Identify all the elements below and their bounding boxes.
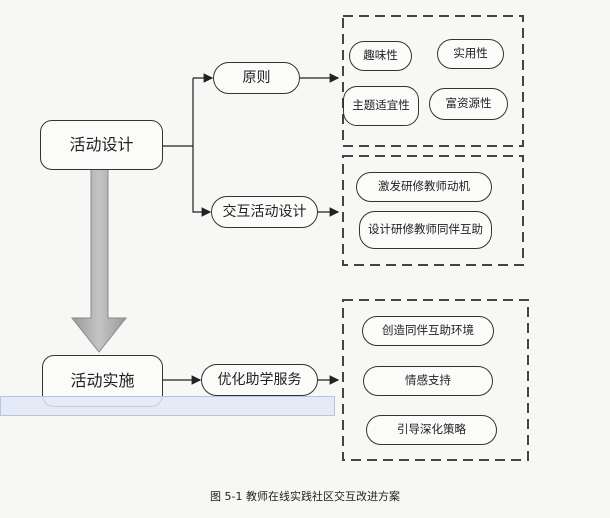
principles-group-frame (342, 15, 524, 147)
connector-design-split (163, 78, 194, 147)
interaction-peer-node: 设计研修教师同伴互助 (359, 211, 492, 249)
design-node: 活动设计 (40, 120, 163, 170)
connector-to-interaction (192, 146, 212, 217)
principle-topic-node: 主题适宜性 (343, 86, 419, 126)
selection-overlay (0, 396, 335, 416)
down-arrow (70, 167, 128, 353)
service-group-frame (342, 299, 529, 461)
service-strategy-node: 引导深化策略 (366, 415, 497, 445)
interaction-design-node: 交互活动设计 (211, 196, 318, 228)
principle-fun-node: 趣味性 (349, 41, 412, 71)
service-environment-node: 创造同伴互助环境 (362, 316, 494, 346)
principle-node: 原则 (213, 62, 300, 94)
principle-practical-node: 实用性 (437, 39, 504, 69)
service-emotion-node: 情感支持 (363, 366, 493, 396)
service-node: 优化助学服务 (201, 364, 318, 396)
principle-resource-node: 富资源性 (429, 88, 508, 120)
interaction-motivation-node: 激发研修教师动机 (356, 172, 492, 202)
interaction-group-frame (342, 155, 524, 266)
figure-caption: 图 5-1 教师在线实践社区交互改进方案 (210, 490, 400, 503)
